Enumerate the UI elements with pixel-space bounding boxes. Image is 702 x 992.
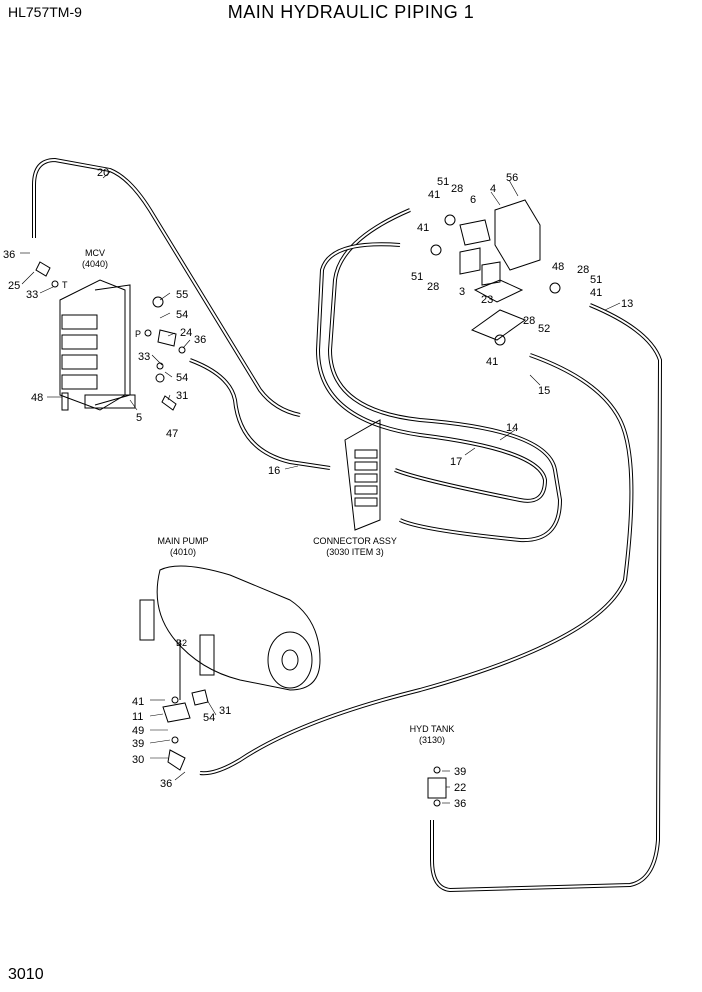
callout-label: 48 xyxy=(552,261,564,273)
callout-label: 36 xyxy=(194,334,206,346)
callout-label: 15 xyxy=(538,385,550,397)
callout-label: 48 xyxy=(31,392,43,404)
mcv-name: MCV xyxy=(85,248,105,258)
callout-label: 28 xyxy=(451,183,463,195)
callout-label: 14 xyxy=(506,422,518,434)
callout-label: 41 xyxy=(428,189,440,201)
connector-ref: (3030 ITEM 3) xyxy=(326,547,384,557)
callout-label: 28 xyxy=(577,264,589,276)
callout-label: 39 xyxy=(454,766,466,778)
callout-label: 22 xyxy=(454,782,466,794)
callout-label: 55 xyxy=(176,289,188,301)
callout-label: 17 xyxy=(450,456,462,468)
connector-name: CONNECTOR ASSY xyxy=(313,536,397,546)
callout-label: 33 xyxy=(26,289,38,301)
callout-label: 23 xyxy=(481,294,493,306)
hose-14 xyxy=(327,208,563,543)
callout-label: 11 xyxy=(132,711,143,723)
callout-label: 36 xyxy=(454,798,466,810)
connector-assy xyxy=(344,419,381,531)
callout-label: 51 xyxy=(437,176,449,188)
pump-ref: (4010) xyxy=(170,547,196,557)
callout-label: 4 xyxy=(490,183,496,195)
tank-name: HYD TANK xyxy=(410,724,455,734)
callout-label: 51 xyxy=(590,274,602,286)
callout-label: 30 xyxy=(132,754,144,766)
callout-label: 49 xyxy=(132,725,144,737)
callout-label: 31 xyxy=(219,705,231,717)
callout-label: 36 xyxy=(3,249,15,261)
callout-label: 5 xyxy=(136,412,142,424)
mcv-ref: (4040) xyxy=(82,259,108,269)
diagram-title: MAIN HYDRAULIC PIPING 1 xyxy=(227,2,475,22)
hose-20 xyxy=(32,157,301,417)
callout-label: 16 xyxy=(268,465,280,477)
callout-label: 41 xyxy=(417,222,429,234)
callout-label: 51 xyxy=(411,271,423,283)
callout-label: 24 xyxy=(180,327,192,339)
pump-name: MAIN PUMP xyxy=(157,536,208,546)
callout-label: 28 xyxy=(427,281,439,293)
callout-label: 41 xyxy=(132,696,144,708)
mcv-valve xyxy=(59,279,165,411)
valve-block-4 xyxy=(430,199,561,346)
callout-label: 3 xyxy=(459,286,465,298)
callout-label: 31 xyxy=(176,390,188,402)
model-number: HL757TM-9 xyxy=(8,4,82,20)
callout-label: 54 xyxy=(203,712,215,724)
callout-label: 36 xyxy=(160,778,172,790)
callout-label: 28 xyxy=(523,315,535,327)
callout-label: 39 xyxy=(132,738,144,750)
tank-ref: (3130) xyxy=(419,735,445,745)
main-pump xyxy=(139,565,321,700)
callout-label: 54 xyxy=(176,309,188,321)
callout-label: 52 xyxy=(538,323,550,335)
callout-label: 13 xyxy=(621,298,633,310)
page-number: 3010 xyxy=(8,966,44,983)
callout-label: 25 xyxy=(8,280,20,292)
callout-label: 33 xyxy=(138,351,150,363)
mcv-port-p: P xyxy=(135,329,141,339)
callout-label: 47 xyxy=(166,428,178,440)
mcv-port-t: T xyxy=(62,280,68,290)
callout-label: 56 xyxy=(506,172,518,184)
hose-16 xyxy=(189,358,331,470)
callout-label: 20 xyxy=(97,167,109,179)
pump-port-b2: B2 xyxy=(176,638,187,648)
callout-label: 41 xyxy=(590,287,602,299)
callout-label: 6 xyxy=(470,194,476,206)
callout-label: 41 xyxy=(486,356,498,368)
callout-label: 54 xyxy=(176,372,188,384)
